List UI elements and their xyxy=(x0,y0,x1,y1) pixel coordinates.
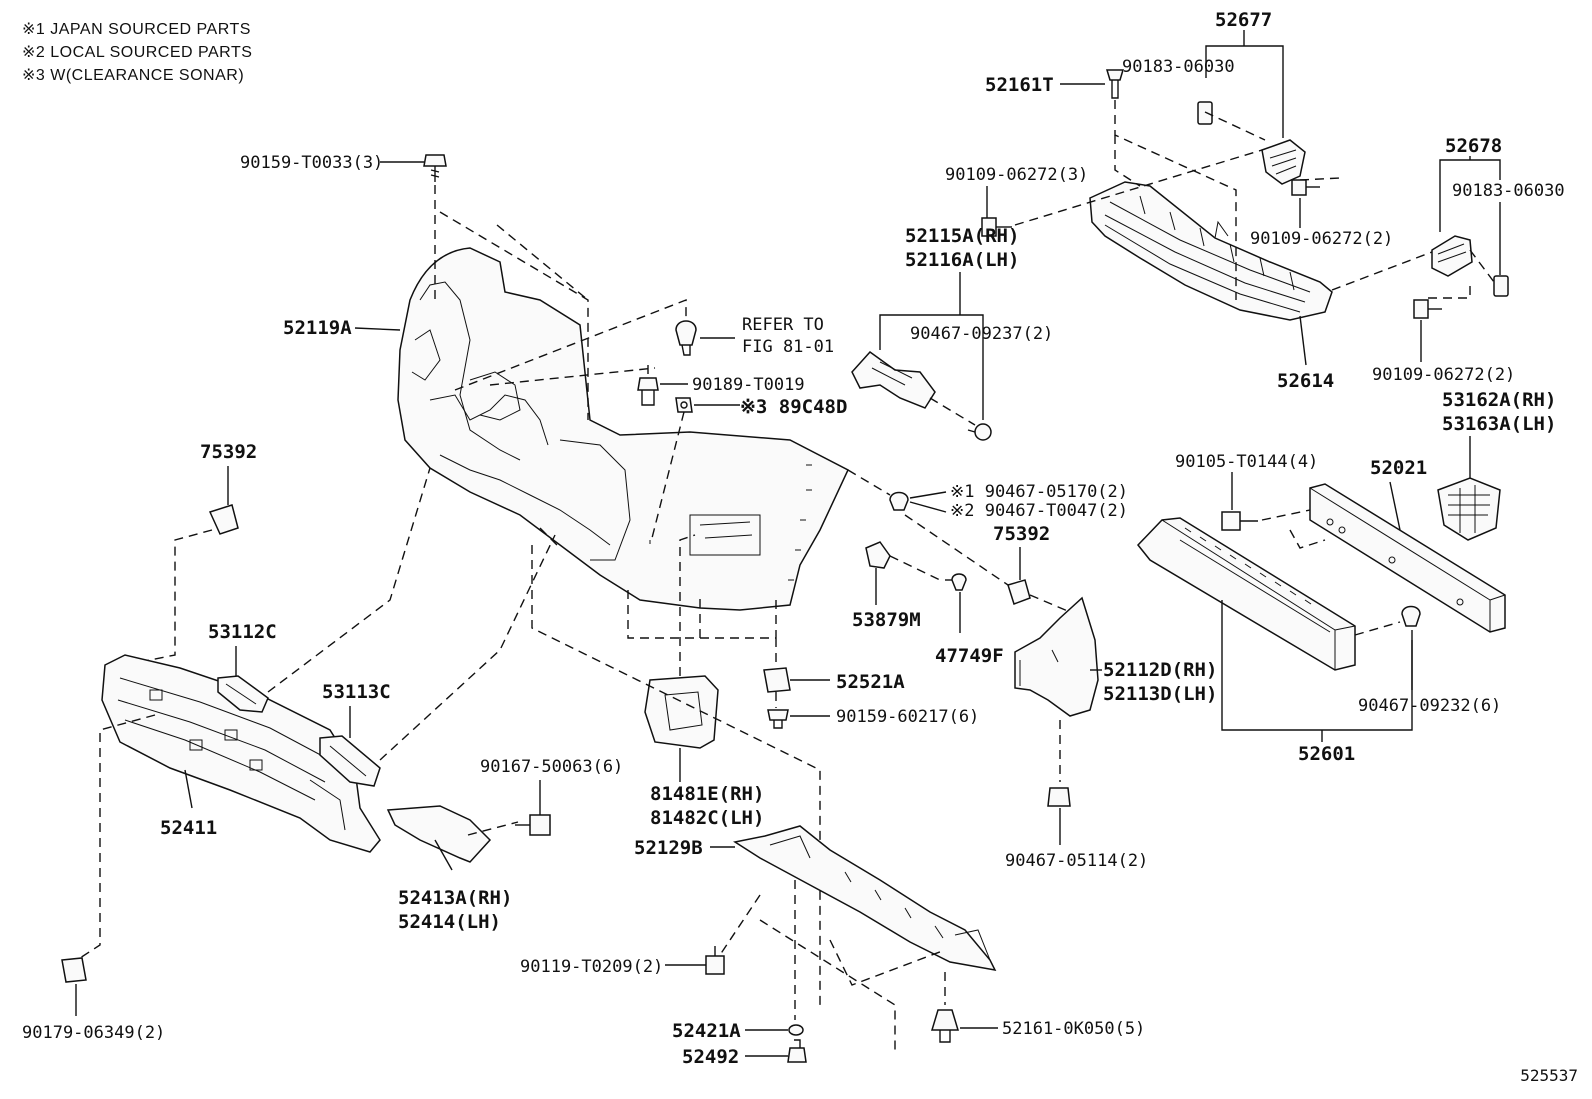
label-52414: 52414(LH) xyxy=(398,911,501,933)
label-90105-t0144: 90105-T0144(4) xyxy=(1175,452,1318,472)
label-52112d: 52112D(RH) xyxy=(1103,659,1217,681)
label-90119-t0209: 90119-T0209(2) xyxy=(520,957,663,977)
label-52413a: 52413A(RH) xyxy=(398,887,512,909)
label-90109-06272-3: 90109-06272(3) xyxy=(945,165,1088,185)
clip-52492 xyxy=(787,1039,807,1063)
clip-90467-05170 xyxy=(889,491,909,511)
bracket-53162a xyxy=(1437,477,1501,541)
note-2: ※2 LOCAL SOURCED PARTS xyxy=(22,44,253,61)
label-90467-05114: 90467-05114(2) xyxy=(1005,851,1148,871)
label-53112c: 53112C xyxy=(208,621,277,643)
sensor-89c48d xyxy=(675,397,693,413)
nut-90467-05114 xyxy=(1047,787,1071,807)
reinforcement-52601 xyxy=(1137,517,1356,671)
label-52411: 52411 xyxy=(160,817,217,839)
note-3: ※3 W(CLEARANCE SONAR) xyxy=(22,67,245,84)
clip-75392-a xyxy=(208,504,239,535)
nut-90179-06349 xyxy=(61,957,87,983)
label-53162a: 53162A(RH) xyxy=(1442,389,1556,411)
label-52129b: 52129B xyxy=(634,837,703,859)
bracket-53113c xyxy=(319,735,381,787)
label-47749f: 47749F xyxy=(935,645,1004,667)
bolt-90109-06272-3 xyxy=(981,217,1012,237)
label-75392-a: 75392 xyxy=(200,441,257,463)
label-90467-09232: 90467-09232(6) xyxy=(1358,696,1501,716)
label-52678: 52678 xyxy=(1445,135,1502,157)
label-90183-06030-a: 90183-06030 xyxy=(1122,57,1235,77)
clip-52161-0k050 xyxy=(930,1009,960,1043)
label-53879m: 53879M xyxy=(852,609,921,631)
label-90467-09237: 90467-09237(2) xyxy=(910,324,1053,344)
notes-legend: ※1 JAPAN SOURCED PARTS ※2 LOCAL SOURCED … xyxy=(22,18,252,87)
rail-52021 xyxy=(1309,483,1506,633)
label-52161t: 52161T xyxy=(985,74,1054,96)
label-81482c: 81482C(LH) xyxy=(650,807,764,829)
cover-81481e xyxy=(644,675,719,749)
label-53163a: 53163A(LH) xyxy=(1442,413,1556,435)
label-90167-50063: 90167-50063(6) xyxy=(480,757,623,777)
clip-90189-t0019 xyxy=(637,377,659,406)
pin-52161t xyxy=(1105,69,1125,99)
bolt-90159-t0033 xyxy=(423,154,447,182)
bolt-90109-06272-2a xyxy=(1291,179,1320,196)
label-90467-t0047: ※2 90467-T0047(2) xyxy=(950,501,1128,521)
bracket-52678 xyxy=(1431,235,1473,277)
label-53113c: 53113C xyxy=(322,681,391,703)
bracket-52677 xyxy=(1261,139,1306,185)
cover-52413a xyxy=(386,805,492,863)
label-90179-06349: 90179-06349(2) xyxy=(22,1023,165,1043)
nut-90183-06030-b xyxy=(1493,275,1509,297)
nut-90183-06030-a xyxy=(1197,101,1213,125)
label-52113d: 52113D(LH) xyxy=(1103,683,1217,705)
label-52421a: 52421A xyxy=(672,1020,741,1042)
label-90189-t0019: 90189-T0019 xyxy=(692,375,805,395)
bolt-90105-t0144 xyxy=(1221,511,1258,531)
label-52601: 52601 xyxy=(1298,743,1355,765)
label-90159-60217: 90159-60217(6) xyxy=(836,707,979,727)
label-52021: 52021 xyxy=(1370,457,1427,479)
label-52677: 52677 xyxy=(1215,9,1272,31)
clip-75392-b xyxy=(1007,579,1031,605)
label-90109-06272-2a: 90109-06272(2) xyxy=(1250,229,1393,249)
label-fig-81-01: FIG 81-01 xyxy=(742,337,834,357)
label-81481e: 81481E(RH) xyxy=(650,783,764,805)
undercover-52129b xyxy=(733,825,997,971)
label-90467-05170: ※1 90467-05170(2) xyxy=(950,482,1128,502)
note-1: ※1 JAPAN SOURCED PARTS xyxy=(22,21,251,38)
label-90159-t0033: 90159-T0033(3) xyxy=(240,153,383,173)
label-52161-0k050: 52161-0K050(5) xyxy=(1002,1019,1145,1039)
clip-refer-fig xyxy=(675,320,697,356)
screw-47749f xyxy=(945,573,967,591)
label-90109-06272-2b: 90109-06272(2) xyxy=(1372,365,1515,385)
grille-52614 xyxy=(1089,181,1333,321)
clip-90159-60217 xyxy=(767,709,789,729)
screw-90167-50063 xyxy=(515,814,551,836)
label-89c48d: ※3 89C48D xyxy=(740,396,847,418)
bolt-90109-06272-2b xyxy=(1413,299,1442,319)
cushion-52421a xyxy=(788,1024,804,1036)
label-52492: 52492 xyxy=(682,1046,739,1068)
bolt-90119-t0209 xyxy=(705,946,725,975)
label-52116a: 52116A(LH) xyxy=(905,249,1019,271)
label-90183-06030-b: 90183-06030 xyxy=(1452,181,1565,201)
extension-52112d xyxy=(1014,596,1099,717)
clip-90467-09237 xyxy=(967,423,992,441)
label-52521a: 52521A xyxy=(836,671,905,693)
label-75392-b: 75392 xyxy=(993,523,1050,545)
bracket-53112c xyxy=(217,675,269,713)
absorber-52411 xyxy=(101,654,381,853)
label-52614: 52614 xyxy=(1277,370,1334,392)
figure-number: 525537 xyxy=(1520,1066,1578,1085)
retainer-52521a xyxy=(763,667,791,693)
label-52115a: 52115A(RH) xyxy=(905,225,1019,247)
clip-90467-09232 xyxy=(1401,605,1421,627)
label-52119a: 52119A xyxy=(283,317,352,339)
label-refer-to: REFER TO xyxy=(742,315,824,335)
bracket-52115a xyxy=(851,350,936,409)
bumper-cover-52119a xyxy=(397,247,849,611)
bracket-53879m xyxy=(865,541,891,569)
